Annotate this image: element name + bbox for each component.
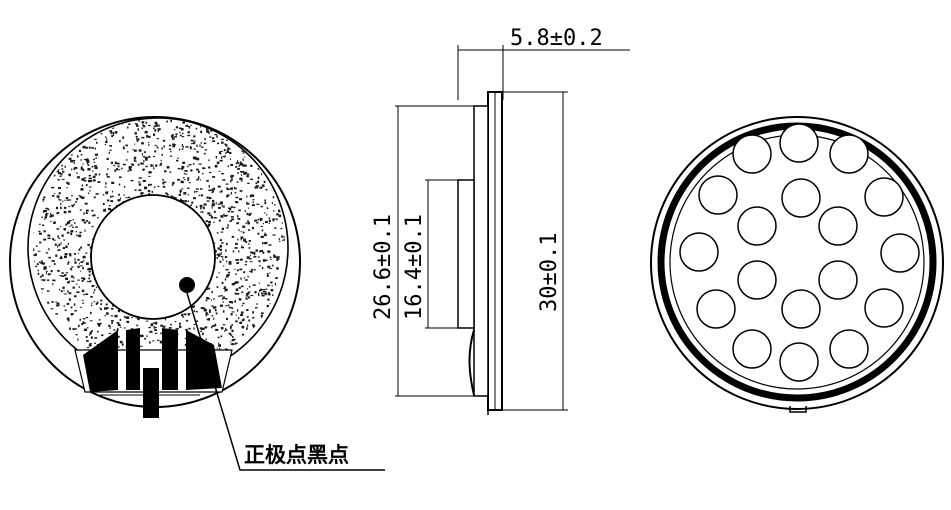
sound-hole [880, 233, 920, 273]
terminal-board [74, 328, 233, 418]
sound-hole [818, 260, 858, 300]
sound-hole [696, 289, 736, 329]
terminal-pad-center [126, 328, 140, 390]
sound-hole [864, 177, 904, 217]
sound-hole [732, 134, 772, 174]
sound-hole [829, 329, 869, 369]
leader-line [186, 292, 385, 471]
side-view: 5.8±0.2 26.6±0.1 16.4±0.1 30±0.1 [371, 26, 630, 415]
back-view: 正极点黑点 [9, 116, 385, 471]
terminal-pad-right [162, 328, 178, 390]
mesh-diameter-dimension: 26.6±0.1 [371, 214, 396, 320]
sound-hole [781, 289, 821, 329]
sound-hole [698, 175, 738, 215]
positive-mark-label: 正极点黑点 [244, 442, 349, 467]
sound-hole [732, 329, 772, 369]
sound-hole [779, 342, 819, 382]
magnet [457, 179, 475, 329]
sound-hole [737, 260, 777, 300]
positive-dot [179, 277, 195, 293]
terminal-pad-left [83, 330, 118, 392]
sound-hole [779, 123, 819, 163]
front-view [650, 116, 944, 413]
sound-hole [864, 288, 904, 328]
mesh-plate [473, 105, 489, 397]
sound-hole [829, 134, 869, 174]
sound-hole [818, 206, 858, 246]
sound-holes [679, 123, 920, 382]
magnet-diameter-dimension: 16.4±0.1 [402, 214, 427, 320]
sound-hole [679, 232, 719, 272]
terminal-pad-far-right [186, 330, 222, 390]
center-hole [90, 194, 216, 320]
thickness-dimension: 5.8±0.2 [510, 26, 603, 51]
sound-hole [737, 206, 777, 246]
front-outer-rim [650, 116, 944, 410]
sound-hole [781, 178, 821, 218]
terminal-tab [143, 368, 159, 418]
outer-diameter-dimension: 30±0.1 [537, 233, 562, 312]
